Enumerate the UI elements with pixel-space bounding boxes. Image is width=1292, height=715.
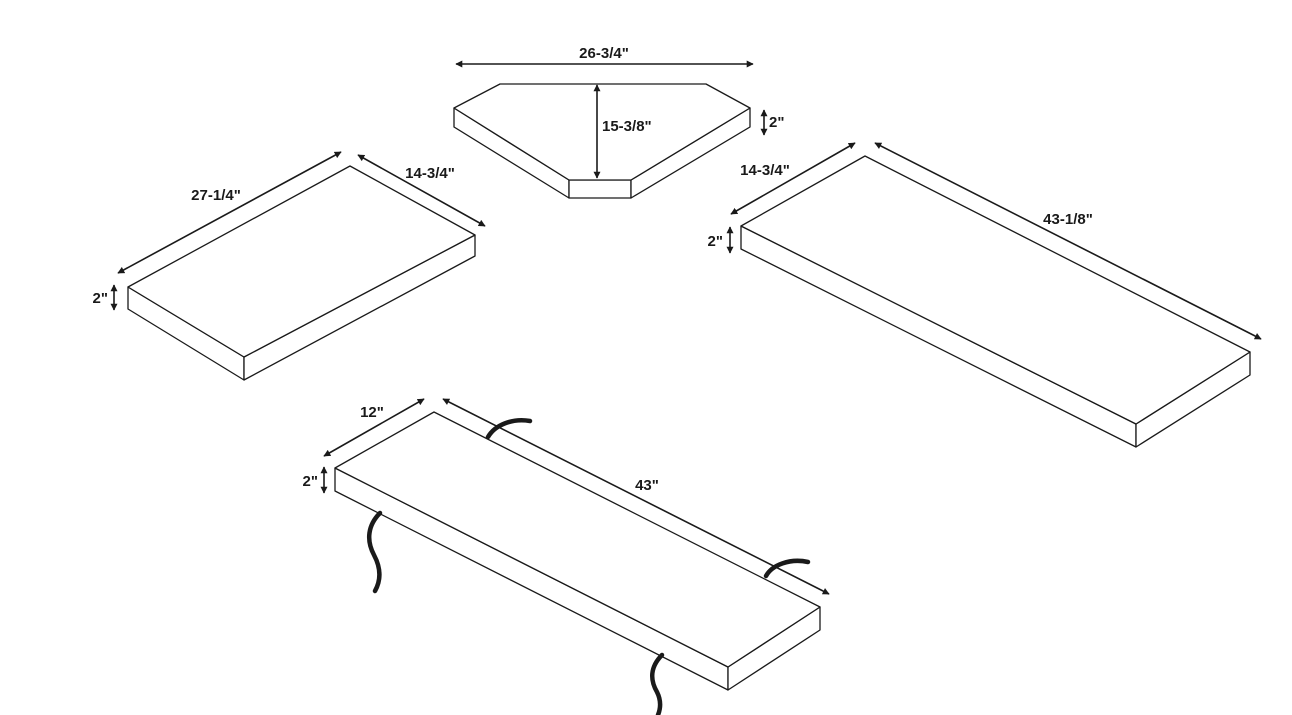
right-piece-top-face: [740, 155, 1251, 425]
left-length-dimension-line: [117, 151, 342, 274]
bench-piece-top-face: [334, 411, 821, 668]
corner-piece-top-face: [453, 83, 751, 181]
bench-width-dimension-line: [323, 398, 425, 457]
right-length-label: 43-1/8": [1043, 211, 1093, 228]
bench-thickness-label: 2": [303, 473, 318, 490]
corner-piece: 26-3/4" 15-3/8" 2": [453, 45, 784, 199]
left-width-label: 14-3/4": [405, 165, 455, 182]
corner-width-label: 26-3/4": [579, 45, 629, 62]
bench-width-label: 12": [360, 404, 384, 421]
strap-back-left-icon: [485, 418, 533, 440]
right-thickness-label: 2": [708, 233, 723, 250]
strap-front-right-icon: [650, 652, 665, 715]
corner-piece-front-center-face: [568, 179, 632, 199]
left-piece: 27-1/4" 14-3/4" 2": [93, 151, 486, 381]
bench-length-label: 43": [635, 477, 659, 494]
right-length-dimension-line: [874, 142, 1262, 340]
strap-front-left-icon: [366, 510, 383, 594]
strap-back-right-icon: [763, 558, 811, 579]
bench-length-dimension-line: [442, 398, 830, 595]
corner-thickness-label: 2": [769, 114, 784, 131]
right-width-dimension-line: [730, 142, 856, 215]
right-width-label: 14-3/4": [740, 162, 790, 179]
left-width-dimension-line: [357, 154, 486, 227]
left-thickness-label: 2": [93, 290, 108, 307]
left-length-label: 27-1/4": [191, 187, 241, 204]
corner-depth-label: 15-3/8": [602, 118, 652, 135]
right-piece: 14-3/4" 43-1/8" 2": [708, 142, 1262, 448]
bench-piece: 12" 43" 2": [303, 398, 830, 715]
